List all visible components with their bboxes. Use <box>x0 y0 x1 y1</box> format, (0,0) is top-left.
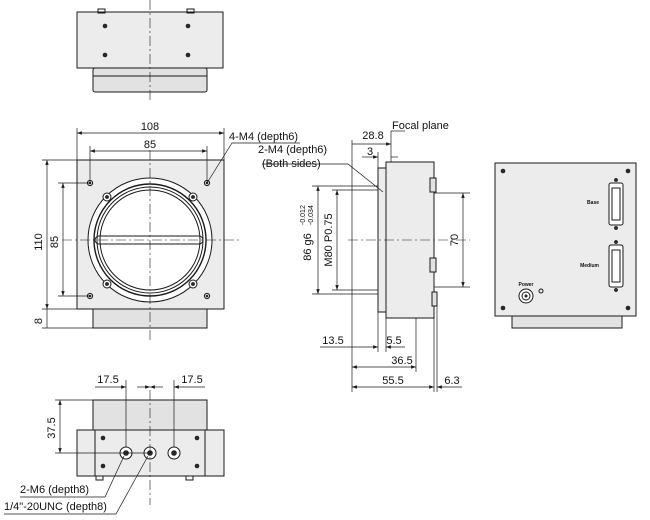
tol-upper: -0.012 <box>300 205 307 225</box>
camera-link-base-connector <box>608 182 624 226</box>
bottom-view-screws <box>100 435 200 469</box>
label-base: Base <box>587 200 599 206</box>
thread-m80: M80 P0.75 <box>323 213 335 266</box>
dim-110: 110 <box>33 233 45 251</box>
dim-13-5: 13.5 <box>322 335 343 347</box>
side-view: Focal plane 28.8 3 2-M4 (depth6) (Both s… <box>258 120 470 392</box>
callout-2-m6: 2-M6 (depth8) <box>20 484 89 496</box>
rear-view-screws <box>500 168 631 311</box>
dim-6-3: 6.3 <box>444 375 459 387</box>
dim-17-5-left: 17.5 <box>97 374 118 386</box>
dim-86-g6: 86 g6 <box>302 233 314 261</box>
dim-108: 108 <box>141 121 159 133</box>
tol-lower: -0.034 <box>308 205 315 225</box>
top-view <box>76 0 224 100</box>
bottom-view: 17.5 17.5 37.5 2-M6 (depth8) 1/4"-20UNC … <box>4 374 225 515</box>
dim-36-5: 36.5 <box>391 355 412 367</box>
label-medium: Medium <box>580 263 599 269</box>
dim-70: 70 <box>449 234 461 246</box>
dim-55-5: 55.5 <box>382 375 403 387</box>
label-power: Power <box>518 282 533 288</box>
callout-quarter-20unc: 1/4"-20UNC (depth8) <box>4 501 107 513</box>
rear-view: Base Medium Power <box>494 162 637 329</box>
top-view-screws <box>102 23 191 58</box>
top-connector-left <box>97 8 106 14</box>
dim-37-5: 37.5 <box>46 417 58 438</box>
mount-screws <box>102 192 198 289</box>
dim-28-8: 28.8 <box>362 130 383 142</box>
front-view: 108 85 110 85 8 4-M4 (depth6) <box>33 121 300 340</box>
callout-both-sides: (Both sides) <box>262 158 321 170</box>
top-connector-right <box>186 8 195 14</box>
callout-2-m4: 2-M4 (depth6) <box>258 144 327 156</box>
camera-link-medium-connector <box>608 244 624 288</box>
dim-85-horizontal: 85 <box>144 139 156 151</box>
focal-plane-label: Focal plane <box>392 120 449 132</box>
rear-view-base <box>511 315 623 329</box>
dim-8: 8 <box>33 318 45 324</box>
callout-4-m4: 4-M4 (depth6) <box>229 131 298 143</box>
status-led <box>538 288 544 294</box>
dim-17-5-right: 17.5 <box>181 374 202 386</box>
side-view-connector <box>431 291 438 307</box>
dim-3: 3 <box>367 146 373 158</box>
dim-5-5: 5.5 <box>386 335 401 347</box>
dim-85-vertical: 85 <box>49 236 61 248</box>
